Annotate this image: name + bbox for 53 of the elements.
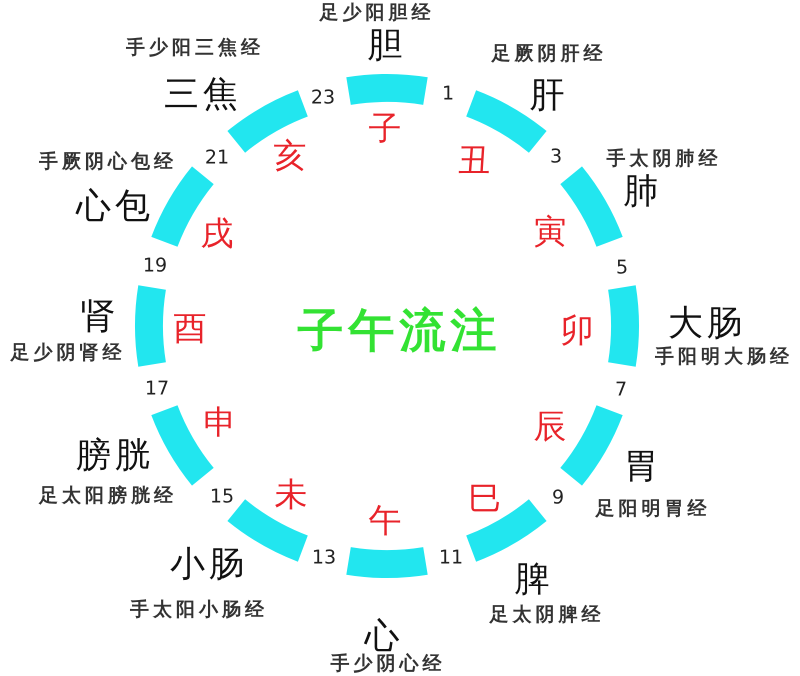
ring-segment: [135, 285, 166, 367]
meridian-name: 手少阴心经: [330, 654, 446, 674]
hour-number: 13: [312, 548, 336, 568]
hour-number: 5: [616, 258, 628, 278]
branch-character: 酉: [174, 312, 206, 344]
hour-number: 11: [438, 548, 464, 568]
hour-number: 9: [552, 488, 564, 508]
branch-character: 丑: [458, 144, 490, 176]
organ-name: 胆: [366, 28, 406, 64]
branch-character: 亥: [274, 138, 306, 172]
organ-name: 心包: [74, 190, 154, 224]
meridian-name: 足厥阴肝经: [490, 44, 606, 64]
meridian-name: 足太阴脾经: [488, 606, 604, 624]
branch-character: 未: [274, 478, 308, 510]
organ-name: 小肠: [169, 548, 248, 582]
branch-character: 寅: [534, 214, 566, 248]
meridian-name: 手少阳三焦经: [125, 38, 264, 58]
branch-character: 卯: [560, 314, 594, 346]
organ-name: 胃: [622, 450, 662, 484]
meridian-name: 足阳明胃经: [594, 500, 710, 518]
meridian-name: 足少阳胆经: [318, 4, 434, 22]
hour-number: 19: [142, 256, 168, 276]
hour-number: 15: [210, 488, 234, 506]
ring-segment: [346, 74, 428, 105]
branch-character: 巳: [468, 482, 502, 514]
organ-name: 大肠: [667, 306, 746, 342]
branch-character: 午: [368, 504, 402, 536]
organ-name: 肝: [528, 78, 568, 114]
hour-number: 7: [614, 380, 628, 400]
meridian-name: 手太阳小肠经: [129, 600, 268, 620]
meridian-name: 足少阴肾经: [9, 344, 126, 362]
branch-character: 戌: [200, 216, 234, 250]
organ-name: 肾: [80, 300, 120, 334]
meridian-name: 手太阴肺经: [606, 150, 722, 168]
hour-number: 21: [204, 148, 230, 168]
meridian-name: 足太阳膀胱经: [38, 486, 177, 506]
meridian-name: 手厥阴心包经: [38, 152, 177, 172]
ring-segment: [608, 285, 639, 367]
hour-number: 17: [144, 380, 170, 398]
hour-number: 23: [310, 88, 336, 108]
hour-number: 3: [550, 148, 562, 166]
organ-name: 脾: [514, 562, 554, 598]
organ-name: 肺: [622, 174, 662, 210]
ring-segment: [346, 547, 428, 578]
meridian-name: 手阳明大肠经: [654, 348, 793, 366]
branch-character: 申: [204, 406, 236, 438]
organ-name: 心: [364, 620, 404, 654]
branch-character: 子: [368, 112, 402, 144]
organ-name: 膀胱: [75, 438, 154, 474]
organ-name: 三焦: [163, 78, 242, 112]
hour-number: 1: [442, 84, 454, 104]
center-title: 子午流注: [296, 307, 502, 353]
branch-character: 辰: [534, 410, 566, 442]
